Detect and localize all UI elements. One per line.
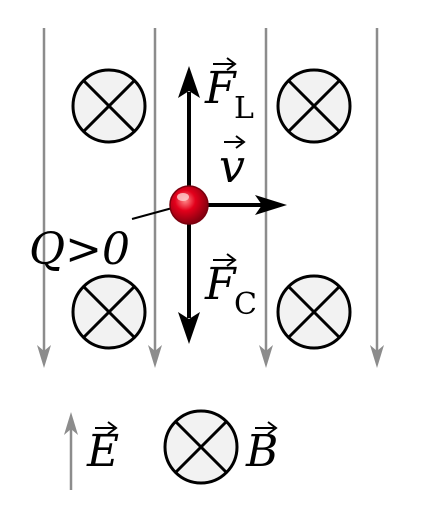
e-field-line — [37, 28, 51, 368]
lorentz-force-arrow — [178, 66, 200, 205]
lorentz-force-subscript: L — [234, 91, 254, 126]
vector-arrow-icon — [255, 421, 278, 435]
e-field-line — [370, 28, 384, 368]
coulomb-force-label: F C — [204, 253, 257, 322]
velocity-symbol: v — [219, 139, 245, 193]
into-page-cross-circle-icon — [276, 68, 352, 144]
vector-arrow-icon — [224, 135, 246, 149]
coulomb-force-arrow — [178, 205, 200, 344]
b-field-symbols — [71, 68, 352, 350]
e-field-symbol: E — [86, 426, 119, 477]
vector-arrow-icon — [95, 421, 118, 435]
coulomb-force-symbol: F — [204, 259, 237, 310]
b-field-symbol: B — [245, 426, 278, 477]
e-field-arrow-icon — [64, 412, 78, 490]
into-page-cross-circle-icon — [276, 274, 352, 350]
legend-e-field: E — [64, 412, 119, 490]
e-field-line — [259, 28, 273, 368]
legend-b-field: B — [163, 409, 278, 485]
coulomb-force-subscript: C — [234, 287, 257, 322]
e-field-lines — [37, 28, 384, 368]
velocity-label: v — [219, 135, 246, 193]
positive-charge-sphere-icon — [169, 185, 209, 225]
charge-pointer-line — [131, 206, 177, 220]
lorentz-force-symbol: F — [204, 63, 237, 114]
into-page-cross-circle-icon — [71, 274, 147, 350]
lorentz-force-label: F L — [204, 57, 254, 126]
charge-label: Q>0 — [29, 224, 130, 275]
vector-arrow-icon — [213, 253, 237, 267]
e-field-line — [148, 28, 162, 368]
vector-arrow-icon — [213, 57, 237, 71]
into-page-cross-circle-icon — [163, 409, 239, 485]
into-page-cross-circle-icon — [71, 68, 147, 144]
